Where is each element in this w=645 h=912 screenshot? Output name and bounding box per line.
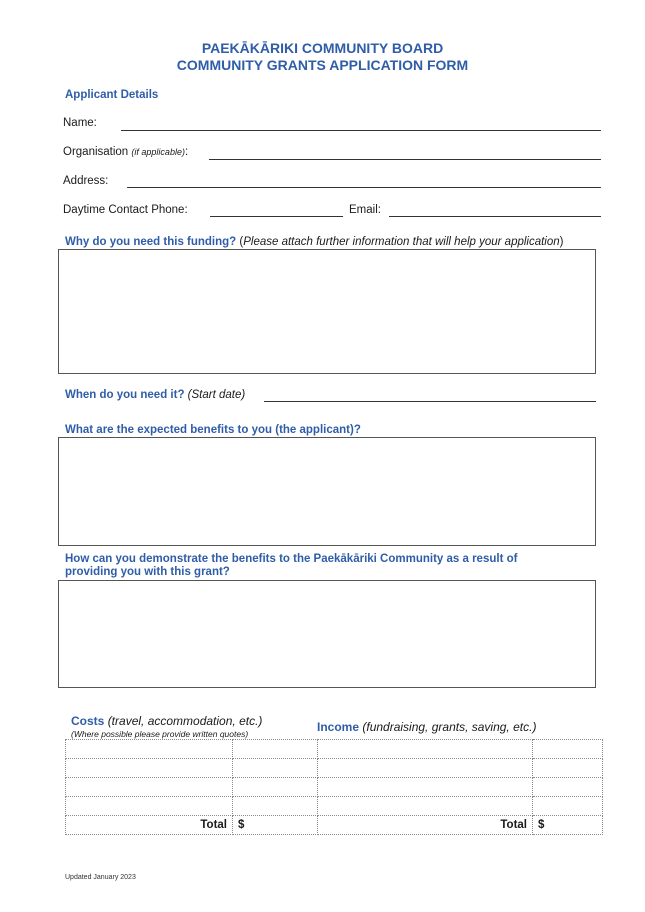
phone-label: Daytime Contact Phone:	[63, 204, 188, 216]
start-date-field[interactable]	[264, 401, 596, 402]
benefits-applicant-answer-box[interactable]	[58, 437, 596, 546]
start-date-question: When do you need it? (Start date)	[65, 389, 245, 401]
income-item-cell[interactable]	[317, 777, 533, 797]
costs-total-label: Total	[65, 815, 233, 835]
income-item-cell[interactable]	[317, 758, 533, 778]
table-row	[65, 777, 603, 797]
income-item-cell[interactable]	[317, 796, 533, 816]
income-amount-cell[interactable]	[532, 758, 603, 778]
table-row	[65, 739, 603, 759]
income-total-field[interactable]: $	[532, 815, 603, 835]
costs-subnote: (Where possible please provide written q…	[71, 729, 249, 739]
cost-item-cell[interactable]	[65, 796, 233, 816]
address-field[interactable]	[127, 187, 601, 188]
table-row	[65, 796, 603, 816]
costs-heading-text: Costs	[71, 714, 105, 728]
costs-heading-note: (travel, accommodation, etc.)	[107, 714, 263, 728]
benefits-applicant-question: What are the expected benefits to you (t…	[65, 424, 361, 436]
name-label: Name:	[63, 117, 97, 129]
funding-question-text: Why do you need this funding?	[65, 236, 237, 248]
benefits-community-answer-box[interactable]	[58, 580, 596, 688]
address-label: Address:	[63, 175, 109, 187]
funding-question: Why do you need this funding? (Please at…	[65, 236, 564, 248]
cost-item-cell[interactable]	[65, 777, 233, 797]
organisation-colon: :	[184, 146, 189, 158]
income-heading-text: Income	[317, 720, 360, 734]
email-label: Email:	[349, 204, 381, 216]
costs-income-table: Total $ Total $	[65, 739, 603, 835]
funding-answer-box[interactable]	[58, 249, 596, 374]
income-total-label: Total	[317, 815, 533, 835]
benefits-community-question-line2: providing you with this grant?	[65, 566, 230, 578]
cost-amount-cell[interactable]	[232, 739, 318, 759]
cost-item-cell[interactable]	[65, 739, 233, 759]
funding-note: Please attach further information that w…	[243, 236, 560, 248]
name-field[interactable]	[121, 130, 601, 131]
updated-footer: Updated January 2023	[65, 874, 136, 881]
start-date-note: (Start date)	[187, 389, 246, 401]
organisation-field[interactable]	[209, 159, 601, 160]
income-heading: Income (fundraising, grants, saving, etc…	[317, 720, 536, 734]
costs-heading: Costs (travel, accommodation, etc.)	[71, 714, 262, 728]
organisation-label-text: Organisation	[63, 146, 129, 158]
income-amount-cell[interactable]	[532, 739, 603, 759]
form-title-line2: COMMUNITY GRANTS APPLICATION FORM	[176, 57, 469, 73]
organisation-label: Organisation (if applicable):	[63, 146, 188, 158]
start-date-question-text: When do you need it?	[65, 389, 185, 401]
email-field[interactable]	[389, 216, 601, 217]
benefits-community-question-line1: How can you demonstrate the benefits to …	[65, 553, 518, 565]
funding-note-close: )	[559, 236, 564, 248]
income-amount-cell[interactable]	[532, 796, 603, 816]
total-row: Total $ Total $	[65, 815, 603, 835]
form-title-line1: PAEKĀKĀRIKI COMMUNITY BOARD	[201, 40, 444, 56]
cost-item-cell[interactable]	[65, 758, 233, 778]
organisation-note: (if applicable)	[131, 147, 185, 157]
income-item-cell[interactable]	[317, 739, 533, 759]
phone-field[interactable]	[210, 216, 343, 217]
income-heading-note: (fundraising, grants, saving, etc.)	[362, 720, 537, 734]
funding-note-open: (	[236, 236, 244, 248]
applicant-details-heading: Applicant Details	[65, 89, 159, 101]
cost-amount-cell[interactable]	[232, 796, 318, 816]
cost-amount-cell[interactable]	[232, 758, 318, 778]
income-amount-cell[interactable]	[532, 777, 603, 797]
costs-total-field[interactable]: $	[232, 815, 318, 835]
table-row	[65, 758, 603, 778]
cost-amount-cell[interactable]	[232, 777, 318, 797]
